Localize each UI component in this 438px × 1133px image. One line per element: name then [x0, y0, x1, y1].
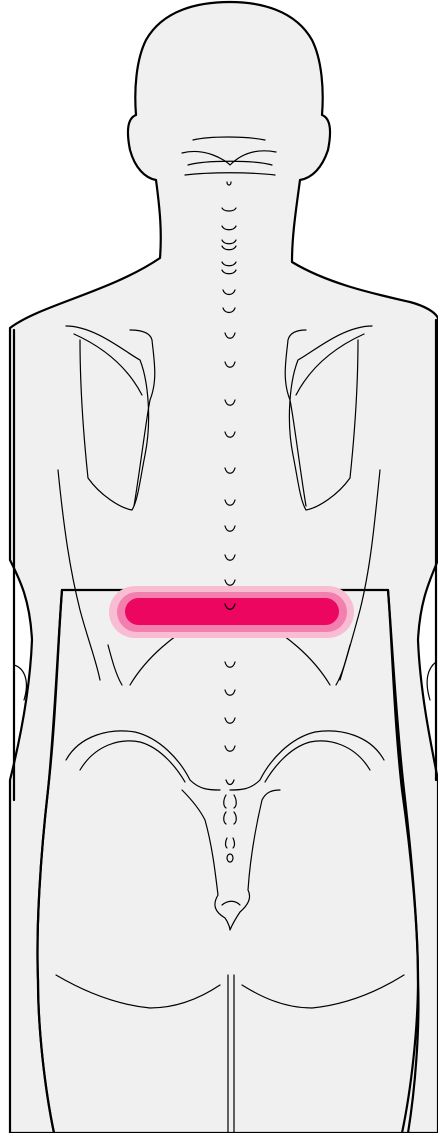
left-elbow	[14, 665, 26, 700]
pain-highlight	[109, 586, 354, 638]
right-elbow	[427, 662, 436, 700]
highlight-core	[125, 598, 339, 625]
